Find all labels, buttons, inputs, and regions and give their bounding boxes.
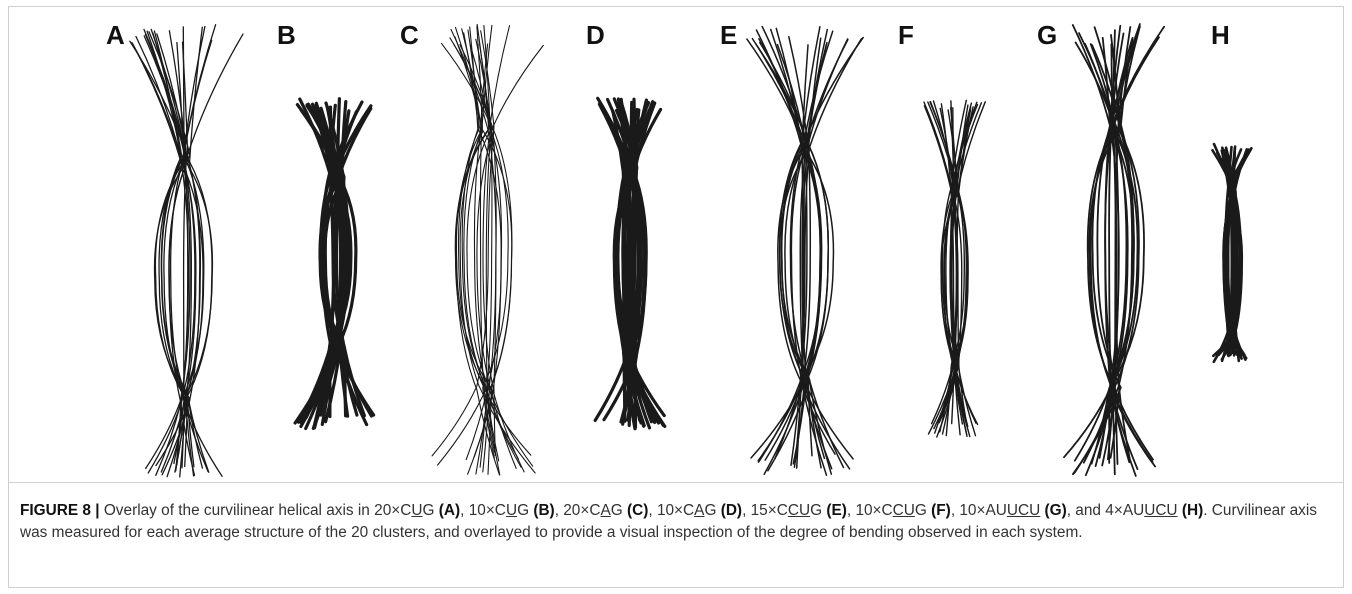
caption-panel-ref: (G): [1045, 502, 1067, 519]
caption-system-f: 10×CCUG (F),: [855, 502, 959, 519]
caption-panel-ref: (C): [627, 502, 648, 519]
caption-divider: [9, 482, 1343, 483]
caption-panel-ref: (F): [931, 502, 951, 519]
helical-axis-overlay-c: [420, 20, 550, 480]
caption-panel-ref: (H): [1182, 502, 1203, 519]
helical-axis-overlay-f: [915, 98, 995, 440]
figure-caption: FIGURE 8 | Overlay of the curvilinear he…: [20, 500, 1336, 544]
caption-intro: Overlay of the curvilinear helical axis …: [100, 502, 375, 519]
panel-label-c: C: [400, 22, 419, 48]
panel-label-f: F: [898, 22, 914, 48]
panel-label-d: D: [586, 22, 605, 48]
caption-panel-ref: (E): [826, 502, 847, 519]
caption-system-e: 15×CCUG (E),: [751, 502, 856, 519]
caption-panel-ref: (A): [439, 502, 460, 519]
panel-label-e: E: [720, 22, 737, 48]
helical-axis-overlay-g: [1055, 20, 1175, 480]
helical-axis-overlay-e: [740, 20, 870, 480]
helical-axis-overlay-a: [120, 20, 250, 482]
helical-axis-curve: [132, 43, 203, 464]
panel-label-h: H: [1211, 22, 1230, 48]
panel-label-b: B: [277, 22, 296, 48]
caption-panel-ref: (B): [533, 502, 554, 519]
caption-systems-list: 20×CUG (A), 10×CUG (B), 20×CAG (C), 10×C…: [374, 502, 1212, 519]
caption-system-h: 4×AUUCU (H).: [1105, 502, 1212, 519]
caption-panel-ref: (D): [721, 502, 742, 519]
helical-axis-overlay-d: [585, 96, 675, 431]
helical-axis-overlay-h: [1197, 142, 1267, 364]
helical-axis-overlay-b: [282, 96, 392, 431]
caption-system-g: 10×AUUCU (G), and: [959, 502, 1105, 519]
caption-figure-label: FIGURE 8 |: [20, 502, 100, 519]
caption-system-b: 10×CUG (B),: [469, 502, 564, 519]
helical-axis-curve: [1064, 39, 1136, 457]
caption-system-d: 10×CAG (D),: [657, 502, 751, 519]
caption-system-c: 20×CAG (C),: [563, 502, 657, 519]
caption-system-a: 20×CUG (A),: [374, 502, 469, 519]
